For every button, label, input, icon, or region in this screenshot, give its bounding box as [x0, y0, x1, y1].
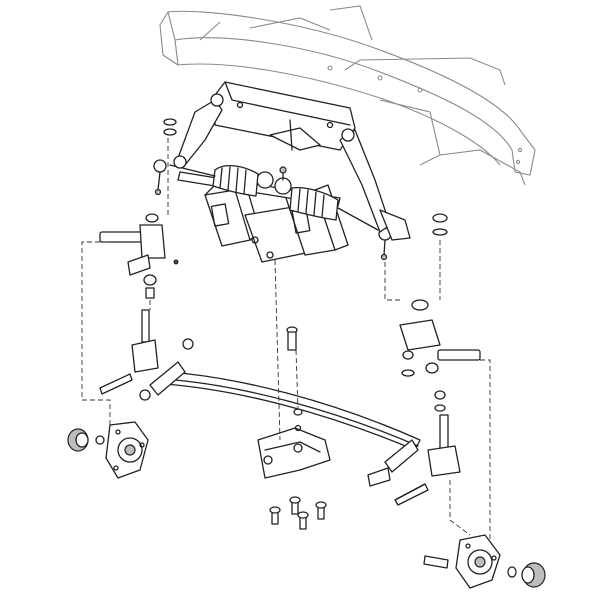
left-rubber-boot: [212, 164, 259, 197]
left-spindle: [99, 213, 179, 299]
right-dust-cap: [507, 562, 546, 588]
right-rubber-boot: [289, 186, 339, 221]
mounting-bolts: [269, 467, 426, 530]
right-hub: [423, 534, 501, 589]
left-kingpin: [99, 309, 159, 395]
spring-mount-bracket: [257, 424, 331, 479]
steering-rack-mount: [204, 81, 356, 263]
left-hub: [105, 421, 149, 479]
left-dust-cap: [67, 428, 105, 452]
assembly-leader-lines: [81, 138, 491, 540]
right-upper-arm: [339, 128, 411, 241]
right-spindle: [399, 299, 481, 412]
center-bolt: [286, 326, 303, 416]
frame-rail: [159, 5, 536, 186]
left-tie-rod-end: [153, 159, 216, 196]
top-hardware: [163, 118, 448, 236]
right-kingpin: [394, 414, 461, 506]
left-upper-arm: [173, 93, 224, 169]
leaf-spring: [139, 338, 421, 473]
